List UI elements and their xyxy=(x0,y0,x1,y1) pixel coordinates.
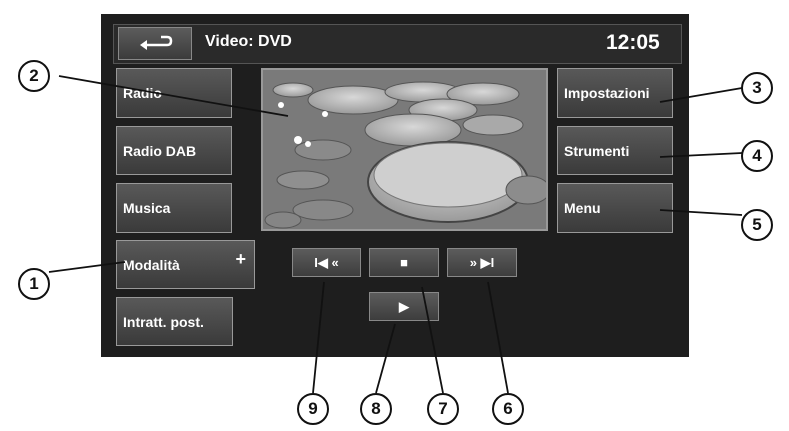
strumenti-button[interactable]: Strumenti xyxy=(557,126,673,175)
next-icon: » ▶I xyxy=(469,254,495,270)
intratt-post-label: Intratt. post. xyxy=(123,313,204,330)
callout-9: 9 xyxy=(297,393,329,425)
callout-8: 8 xyxy=(360,393,392,425)
callout-4: 4 xyxy=(741,140,773,172)
strumenti-label: Strumenti xyxy=(564,142,630,159)
back-arrow-icon xyxy=(140,35,173,50)
stop-button[interactable]: ■ xyxy=(369,248,439,277)
callout-7: 7 xyxy=(427,393,459,425)
musica-label: Musica xyxy=(123,200,171,216)
previous-button[interactable]: I◀ « xyxy=(292,248,361,277)
callout-5: 5 xyxy=(741,209,773,241)
callout-6: 6 xyxy=(492,393,524,425)
callout-2: 2 xyxy=(18,60,50,92)
musica-button[interactable]: Musica xyxy=(116,183,232,233)
radio-dab-label: Radio DAB xyxy=(123,142,197,159)
video-preview xyxy=(261,68,548,231)
intratt-post-button[interactable]: Intratt. post. xyxy=(116,297,233,346)
clock: 12:05 xyxy=(606,31,660,54)
modalita-label: Modalità xyxy=(123,256,180,273)
page-title: Video: DVD xyxy=(205,33,292,50)
previous-icon: I◀ « xyxy=(314,254,339,270)
impostazioni-label: Impostazioni xyxy=(564,85,650,101)
top-bar xyxy=(113,24,682,64)
callout-1: 1 xyxy=(18,268,50,300)
modalita-button[interactable]: Modalità + xyxy=(116,240,255,289)
callout-3: 3 xyxy=(741,72,773,104)
menu-label: Menu xyxy=(564,200,601,216)
next-button[interactable]: » ▶I xyxy=(447,248,517,277)
stop-icon: ■ xyxy=(400,255,408,270)
radio-dab-button[interactable]: Radio DAB xyxy=(116,126,232,175)
play-icon: ▶ xyxy=(399,298,409,314)
menu-button[interactable]: Menu xyxy=(557,183,673,233)
impostazioni-button[interactable]: Impostazioni xyxy=(557,68,673,118)
plus-icon: + xyxy=(235,249,246,269)
water-lily-image xyxy=(263,70,546,229)
back-button[interactable] xyxy=(118,27,192,60)
